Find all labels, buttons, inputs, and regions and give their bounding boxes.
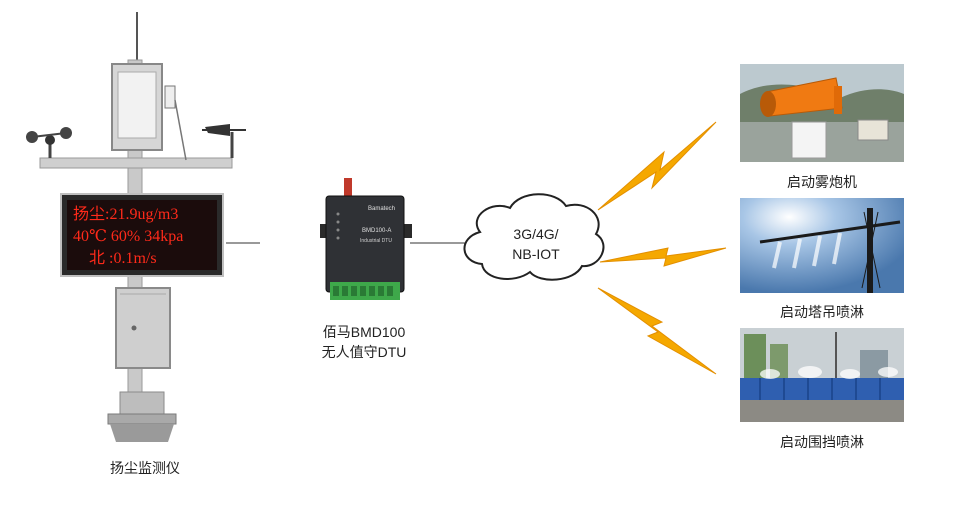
led-display-panel: 扬尘:21.9ug/m3 40℃ 60% 34kpa 北 :0.1m/s (60, 193, 224, 277)
led-line-dust: 扬尘:21.9ug/m3 (73, 206, 179, 223)
dtu-device-graphic (320, 178, 412, 300)
signal-bolt-bottom (597, 287, 717, 375)
fog-cannon-illustration (740, 64, 904, 162)
target-label-tower-crane: 启动塔吊喷淋 (780, 304, 864, 320)
dust-monitoring-station: 扬尘:21.9ug/m3 40℃ 60% 34kpa 北 :0.1m/s 扬尘监… (0, 0, 260, 506)
signal-bolt-middle (599, 247, 727, 267)
led-line-climate: 40℃ 60% 34kpa (73, 228, 184, 245)
hoarding-spray-illustration (740, 328, 904, 422)
station-label: 扬尘监测仪 (110, 460, 180, 476)
dtu-label-line1: 佰马BMD100 (322, 324, 406, 340)
fog-cannon-photo (740, 64, 904, 162)
dtu-model-text: BMD100-A (362, 228, 392, 234)
dtu-label-line2: 无人值守DTU (321, 344, 407, 360)
cloud-text-line1: 3G/4G/ (513, 226, 559, 242)
dtu-brand-text: Bamatech (368, 206, 396, 212)
dtu-device: Bamatech BMD100-A Industrial DTU (318, 178, 414, 304)
target-label-fog-cannon: 启动雾炮机 (787, 174, 857, 190)
led-line-wind: 北 :0.1m/s (89, 250, 157, 267)
hoarding-spray-photo (740, 328, 904, 422)
target-label-hoarding-spray: 启动围挡喷淋 (780, 434, 864, 450)
tower-crane-illustration (740, 198, 904, 293)
cloud-text-line2: NB-IOT (512, 246, 560, 262)
signal-bolt-top (597, 121, 717, 211)
dtu-subtitle-text: Industrial DTU (360, 238, 392, 244)
station-structure-graphic (26, 12, 260, 442)
tower-crane-photo (740, 198, 904, 293)
